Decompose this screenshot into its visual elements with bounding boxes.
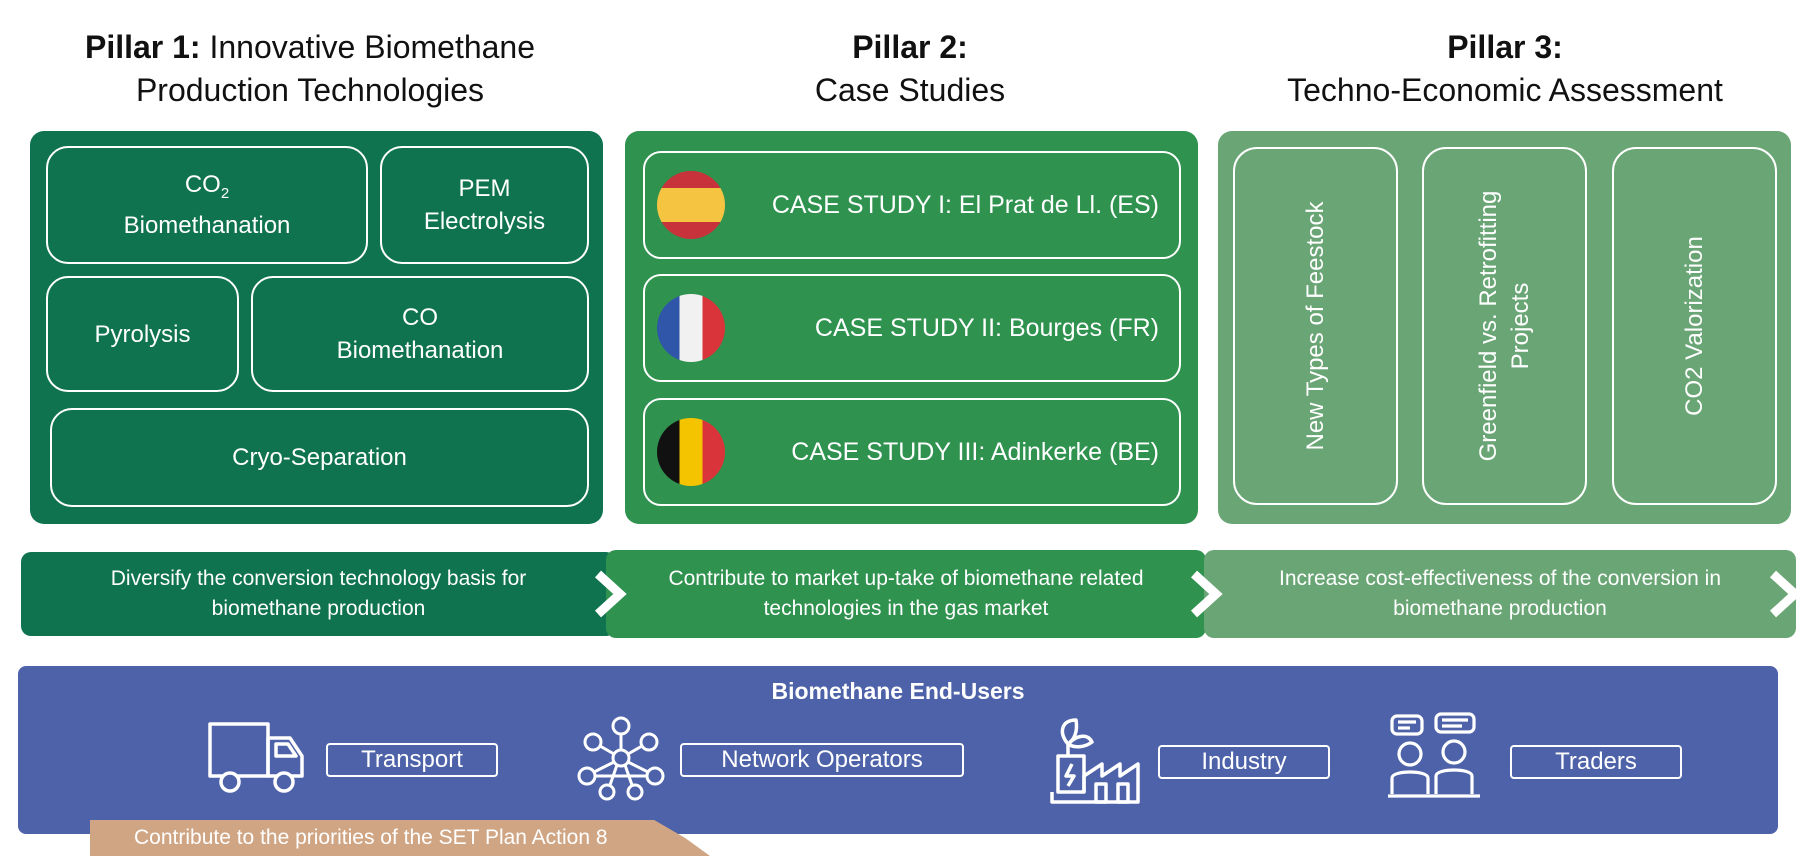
- co2-valorization-label: CO2 Valorization: [1680, 236, 1708, 416]
- pillar-3-panel: New Types of Feestock Greenfield vs. Ret…: [1218, 131, 1791, 524]
- chevron-3-icon: [1769, 570, 1796, 618]
- france-flag-icon: [657, 294, 725, 362]
- pillar-2-panel: CASE STUDY I: El Prat de Ll. (ES) CASE S…: [625, 131, 1198, 524]
- pillar-3-title: Pillar 3: Techno-Economic Assessment: [1287, 29, 1723, 108]
- new-feedstock-box: New Types of Feestock: [1233, 147, 1398, 505]
- end-users-title: Biomethane End-Users: [771, 678, 1025, 704]
- traders-label: Traders: [1510, 745, 1682, 779]
- goal-pillar-3: Increase cost-effectiveness of the conve…: [1204, 550, 1796, 638]
- case-study-1: CASE STUDY I: El Prat de Ll. (ES): [643, 151, 1181, 259]
- case-study-3: CASE STUDY III: Adinkerke (BE): [643, 398, 1181, 506]
- network-operators-label: Network Operators: [680, 743, 964, 777]
- goal-pillar-1: Diversify the conversion technology basi…: [21, 552, 616, 636]
- goal-pillar-2: Contribute to market up-take of biometha…: [606, 550, 1206, 638]
- pillar-2-title: Pillar 2: Case Studies: [814, 29, 1006, 108]
- spain-flag-icon: [657, 171, 725, 239]
- chevron-2-icon: [1190, 570, 1223, 618]
- pillar-1-title: Pillar 1: Innovative Biomethane Producti…: [84, 29, 536, 108]
- chevron-1-icon: [594, 570, 627, 618]
- case-study-3-label: CASE STUDY III: Adinkerke (BE): [791, 437, 1159, 466]
- case-study-2-label: CASE STUDY II: Bourges (FR): [814, 313, 1159, 342]
- co2-valorization-box: CO2 Valorization: [1612, 147, 1777, 505]
- network-icon: [577, 716, 665, 801]
- factory-icon: [1050, 718, 1140, 804]
- set-plan-banner: Contribute to the priorities of the SET …: [90, 820, 710, 856]
- belgium-flag-icon: [657, 418, 725, 486]
- transport-label: Transport: [326, 743, 498, 777]
- traders-icon: [1388, 712, 1480, 798]
- case-study-1-label: CASE STUDY I: El Prat de Ll. (ES): [771, 190, 1159, 219]
- truck-icon: [208, 722, 304, 793]
- cryo-separation-box: Cryo-Separation: [50, 408, 589, 507]
- new-feedstock-label: New Types of Feestock: [1301, 201, 1329, 451]
- case-study-2: CASE STUDY II: Bourges (FR): [643, 274, 1181, 382]
- industry-label: Industry: [1158, 745, 1330, 779]
- pyrolysis-box: Pyrolysis: [46, 276, 239, 392]
- end-users-panel: Biomethane End-Users Transport Network O…: [18, 666, 1778, 834]
